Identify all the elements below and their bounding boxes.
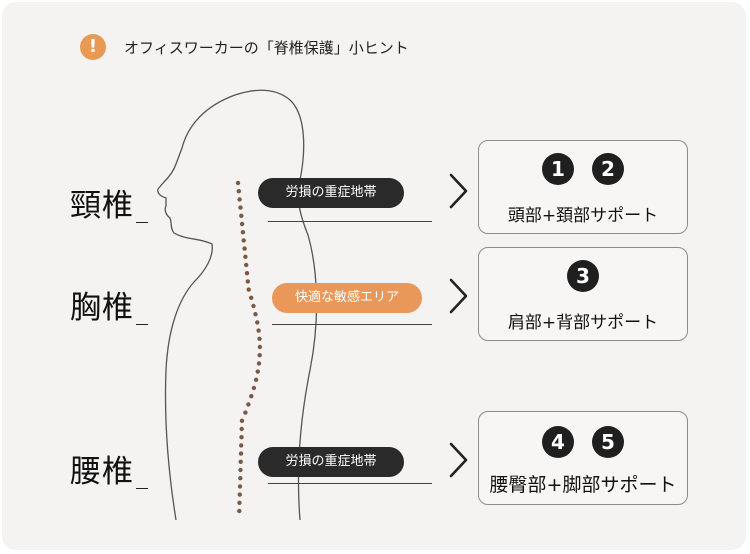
spine-dot bbox=[235, 180, 241, 186]
spine-dot bbox=[244, 271, 250, 276]
body-outline bbox=[157, 89, 318, 521]
spine-dot bbox=[238, 459, 243, 464]
number-badge: 2 bbox=[592, 153, 624, 185]
chevron-right-icon bbox=[449, 173, 468, 209]
spine-dot bbox=[244, 262, 249, 268]
number-badge: 1 bbox=[542, 153, 574, 185]
spine-dot bbox=[239, 426, 244, 432]
spine-dot bbox=[257, 344, 263, 350]
underline-lumbar bbox=[268, 483, 432, 484]
spine-dot bbox=[243, 410, 248, 415]
spine-dot bbox=[241, 238, 246, 243]
spine-dot bbox=[239, 443, 244, 448]
spine-dot bbox=[251, 385, 257, 391]
spine-dot bbox=[239, 213, 244, 218]
spine-dot bbox=[256, 361, 262, 366]
spine-dot bbox=[257, 353, 262, 358]
pill-thoracic: 快適な敏感エリア bbox=[272, 283, 422, 313]
label-cervical: 頸椎 bbox=[70, 180, 148, 225]
spine-dot bbox=[237, 508, 242, 514]
header-title: オフィスワーカーの「脊椎保護」小ヒント bbox=[124, 38, 409, 57]
spine-dot bbox=[246, 402, 251, 407]
spine-dot bbox=[255, 320, 260, 325]
spine-dot bbox=[243, 254, 248, 259]
underline-thoracic bbox=[272, 324, 432, 325]
label-lumbar: 腰椎 bbox=[70, 446, 148, 491]
spine-dots bbox=[235, 180, 263, 514]
chevron-right-icon bbox=[449, 278, 468, 314]
spine-dot bbox=[245, 279, 250, 284]
pill-cervical: 労損の重症地帯 bbox=[258, 178, 404, 208]
pill-lumbar: 労損の重症地帯 bbox=[258, 447, 404, 477]
spine-dot bbox=[256, 328, 261, 333]
spine-dot bbox=[242, 246, 247, 251]
spine-dot bbox=[238, 467, 243, 473]
spine-dot bbox=[249, 394, 254, 399]
spine-dot bbox=[246, 287, 251, 292]
chevron-right-icon bbox=[449, 442, 468, 478]
spine-dot bbox=[255, 369, 260, 374]
support-label: 腰臀部+脚部サポート bbox=[489, 474, 677, 496]
spine-dot bbox=[238, 476, 243, 481]
spine-dot bbox=[257, 336, 262, 341]
support-label: 頭部+頚部サポート bbox=[507, 206, 659, 226]
spine-dot bbox=[236, 189, 241, 194]
spine-dot bbox=[240, 230, 246, 235]
spine-dot bbox=[237, 500, 242, 505]
spine-dot bbox=[238, 205, 243, 210]
spine-dot bbox=[238, 451, 244, 456]
spine-dot bbox=[253, 312, 258, 317]
label-thoracic: 胸椎 bbox=[70, 282, 148, 327]
number-badge: 5 bbox=[592, 426, 624, 458]
number-badge: 4 bbox=[542, 426, 574, 458]
spine-dot bbox=[239, 435, 244, 440]
spine-dot bbox=[249, 295, 254, 300]
header: ! オフィスワーカーの「脊椎保護」小ヒント bbox=[80, 32, 409, 62]
spine-dot bbox=[251, 303, 256, 309]
support-box-lumbar: 4 5 腰臀部+脚部サポート bbox=[478, 411, 688, 505]
spine-dot bbox=[253, 377, 259, 382]
support-label: 肩部+背部サポート bbox=[507, 313, 659, 333]
underline-cervical bbox=[268, 221, 432, 222]
spine-dot bbox=[237, 484, 243, 489]
warning-icon: ! bbox=[80, 34, 106, 60]
support-box-thoracic: 3 肩部+背部サポート bbox=[478, 247, 688, 341]
spine-dot bbox=[237, 197, 242, 202]
spine-dot bbox=[239, 221, 245, 227]
spine-dot bbox=[237, 492, 242, 497]
spine-dot bbox=[239, 418, 245, 423]
support-box-cervical: 1 2 頭部+頚部サポート bbox=[478, 140, 688, 234]
number-badge: 3 bbox=[567, 260, 599, 292]
